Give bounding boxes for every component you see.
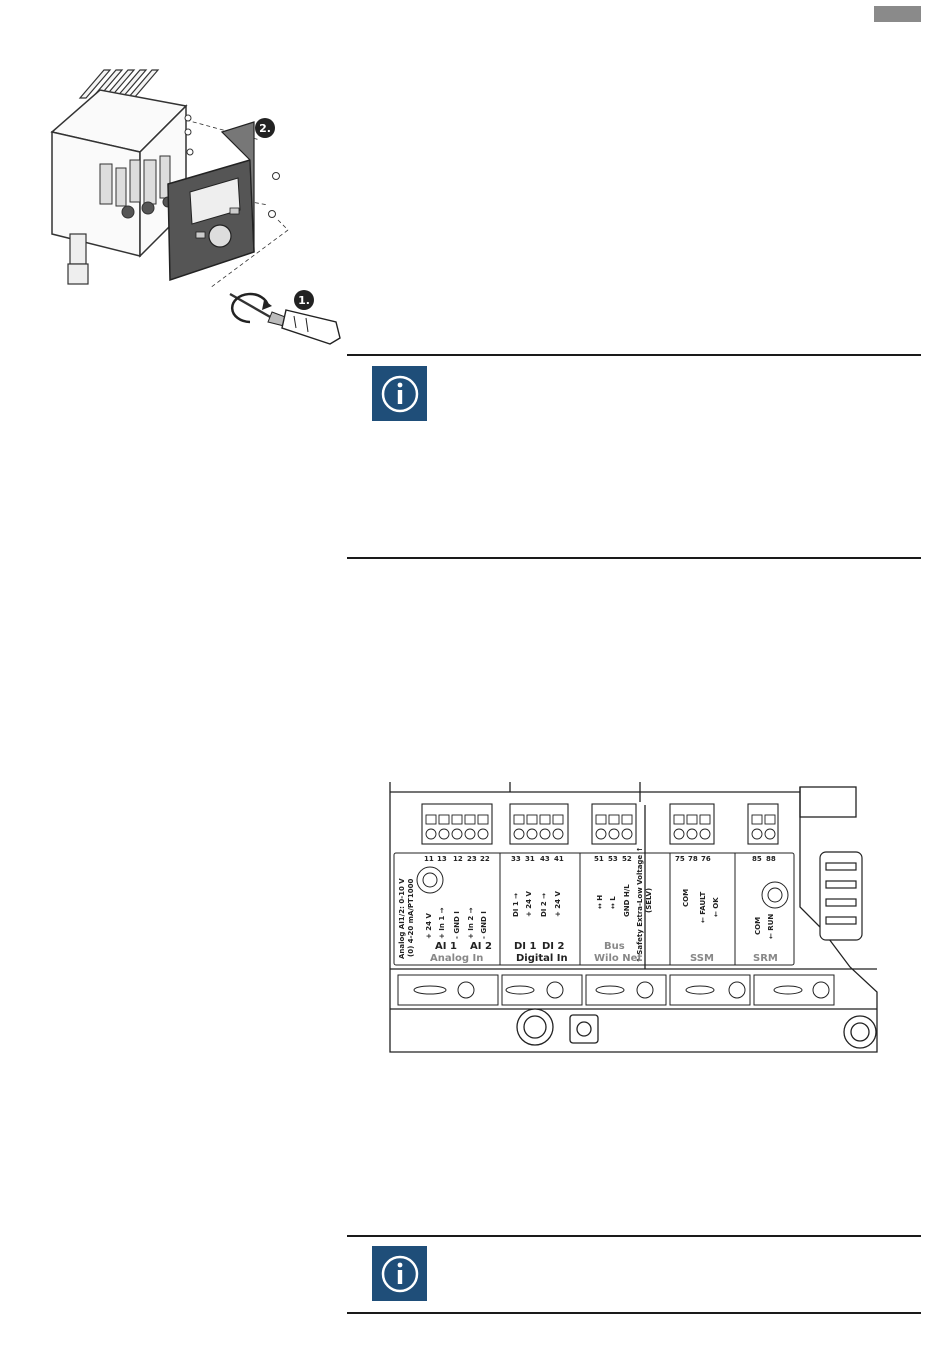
terminal-number: 43 (540, 855, 550, 863)
terminal-number: 13 (437, 855, 447, 863)
ai2-gnd-label: - GND I (480, 911, 488, 939)
terminal-number: 76 (701, 855, 711, 863)
info-box-1-top-rule (347, 354, 921, 356)
terminal-number: 22 (480, 855, 490, 863)
terminal-outline (389, 782, 878, 1053)
cable-clamps (397, 974, 835, 1006)
di1-group-label: DI 1 (514, 941, 537, 952)
terminal-number: 41 (554, 855, 564, 863)
selv-label: ↑ Safety Extra-Low Voltage ↑ (636, 847, 644, 963)
step-marker-2: 2. (255, 118, 275, 138)
di2-in-label: DI 2 → (540, 893, 548, 917)
srm-com-label: COM (754, 917, 762, 935)
wilo-net-label: Wilo Net (594, 953, 642, 964)
cable-gland (67, 233, 89, 285)
terminal-screws (425, 814, 776, 840)
ai1-gnd-label: - GND I (453, 911, 461, 939)
di2-24v-label: + 24 V (554, 891, 562, 917)
terminal-number: 33 (511, 855, 521, 863)
display-cover (167, 121, 255, 282)
heatsink-fins (78, 69, 160, 99)
info-icon (372, 1246, 427, 1301)
analog-potentiometer (416, 866, 444, 894)
bus-h-label: ↔ H (596, 895, 604, 909)
housing (50, 89, 188, 258)
di1-24v-label: + 24 V (525, 891, 533, 917)
terminal-number: 11 (424, 855, 434, 863)
analog-in-label: Analog In (430, 953, 483, 964)
terminal-number: 31 (525, 855, 535, 863)
bus-label: Bus (604, 941, 625, 952)
ai2-group-label: AI 2 (470, 941, 492, 952)
bus-gnd-label: GND H/L (623, 884, 631, 917)
side-connector (819, 851, 863, 941)
ssm-com-label: COM (682, 889, 690, 907)
svg-text:1.: 1. (298, 294, 310, 307)
ai1-in-label: + In 1 → (438, 907, 446, 939)
ai1-group-label: AI 1 (435, 941, 457, 952)
terminal-number: 85 (752, 855, 762, 863)
info-box-2-top-rule (347, 1235, 921, 1237)
terminal-number: 53 (608, 855, 618, 863)
ai1-24v-label: + 24 V (425, 913, 433, 939)
info-box-2-bottom-rule (347, 1312, 921, 1314)
language-tab (874, 6, 921, 22)
terminal-number: 78 (688, 855, 698, 863)
terminal-figure: 11 13 12 23 22 33 31 43 41 51 53 52 75 7… (380, 777, 885, 1060)
analog-config-label: (0) 4-20 mA/PT1000 (407, 879, 415, 957)
mounting-bosses (516, 1008, 877, 1049)
srm-potentiometer (761, 881, 789, 909)
svg-text:2.: 2. (259, 122, 271, 135)
terminal-number: 88 (766, 855, 776, 863)
ssm-ok-label: ← OK (712, 897, 720, 917)
info-icon (372, 366, 427, 421)
label-panel (393, 852, 795, 966)
terminal-number: 52 (622, 855, 632, 863)
screws (184, 114, 280, 218)
terminal-number: 51 (594, 855, 604, 863)
info-box-1-bottom-rule (347, 557, 921, 559)
screwdriver (229, 292, 341, 345)
ai2-in-label: + In 2 → (467, 907, 475, 939)
step-marker-1: 1. (294, 290, 314, 310)
srm-run-label: ← RUN (767, 914, 775, 939)
ssm-fault-label: ← FAULT (699, 892, 707, 923)
di2-group-label: DI 2 (542, 941, 565, 952)
analog-config-label: Analog AI1/2: 0-10 V (398, 878, 406, 959)
digital-in-label: Digital In (516, 953, 568, 964)
terminal-number: 23 (467, 855, 477, 863)
di1-in-label: DI 1 → (512, 893, 520, 917)
selv-label: (SELV) (645, 888, 653, 913)
bus-l-label: ↔ L (609, 896, 617, 909)
terminal-number: 75 (675, 855, 685, 863)
ssm-label: SSM (690, 953, 714, 964)
srm-label: SRM (753, 953, 778, 964)
terminal-number: 12 (453, 855, 463, 863)
removal-figure: 1. 2. (40, 60, 350, 345)
